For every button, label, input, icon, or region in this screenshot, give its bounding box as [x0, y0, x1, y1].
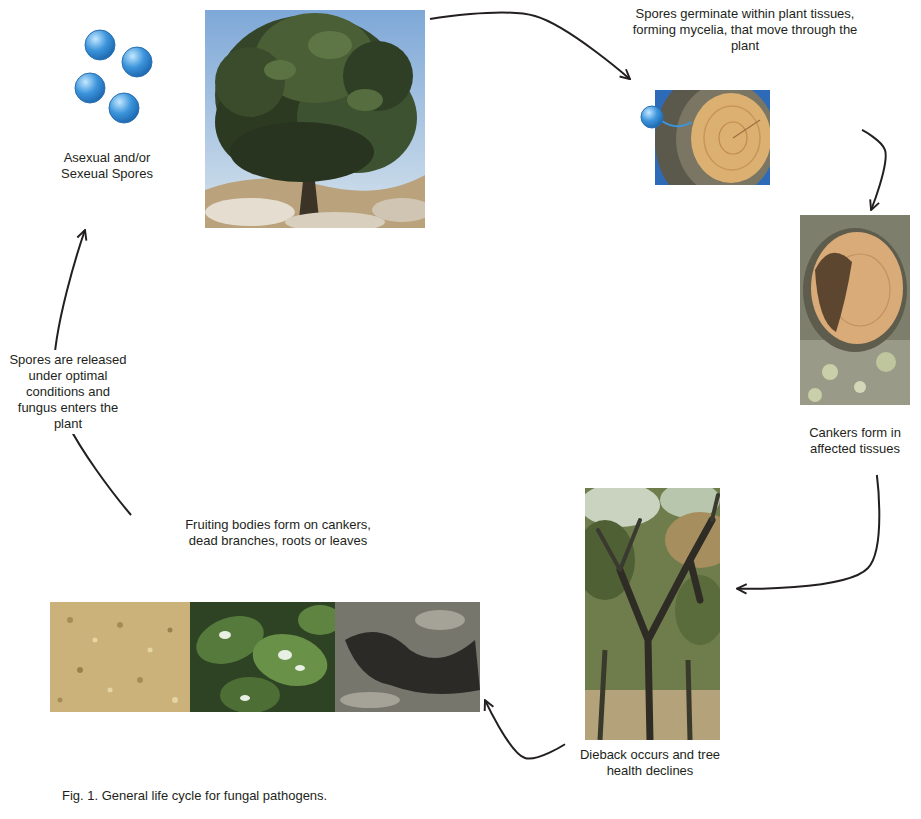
cycle-arrow [737, 475, 879, 589]
fruiting-bodies-photos-part [58, 698, 63, 703]
fruiting-bodies-photos-part [50, 602, 190, 712]
fruiting-bodies-photos-part [93, 638, 98, 643]
cut-branch-photo-part-part [704, 106, 760, 170]
spore-cluster-part [122, 47, 152, 77]
stage-node: Cankers form in affected tissues [798, 210, 914, 475]
fruiting-bodies-photos-part [278, 650, 292, 660]
cut-branch-photo-part-part [733, 120, 760, 138]
connector-group [54, 13, 886, 759]
fruiting-bodies-photos-part [220, 677, 280, 712]
cycle-arrow [862, 130, 886, 210]
canker-photo [800, 215, 910, 405]
cut-branch-photo-part [641, 106, 663, 128]
fruiting-bodies-photos-part [340, 692, 400, 708]
fruiting-bodies-photos-part [345, 632, 480, 694]
dieback-photo-part [620, 520, 712, 740]
cut-branch-photo [641, 78, 776, 202]
stage-text: Fruiting bodies form on cankers, dead br… [178, 517, 378, 549]
fruiting-bodies-photos-part [295, 665, 305, 671]
oak-tree-photo [205, 10, 425, 228]
spore-cluster-part [75, 73, 105, 103]
cut-branch-photo-part [662, 121, 692, 126]
stage-node: Fruiting bodies form on cankers, dead br… [48, 515, 485, 712]
figure-caption: Fig. 1. General life cycle for fungal pa… [62, 788, 327, 804]
oak-tree-photo-part [205, 10, 425, 228]
oak-tree-photo-part [215, 47, 285, 117]
dieback-photo-part [600, 650, 690, 740]
oak-tree-photo-part [230, 122, 374, 182]
fruiting-bodies-photos [50, 602, 480, 712]
oak-tree-photo-part [205, 198, 295, 226]
fruiting-bodies-photos-part [148, 648, 153, 653]
dieback-photo [585, 488, 720, 740]
canker-photo-part [808, 388, 822, 402]
spore-cluster [75, 30, 152, 123]
stage-text: Spores germinate within plant tissues, f… [632, 6, 858, 54]
cycle-arrow [485, 700, 565, 758]
stage-node: Spores germinate within plant tissues, f… [630, 4, 862, 192]
stage-text: Dieback occurs and tree health declines [567, 747, 733, 779]
dieback-photo-part [585, 488, 660, 527]
fruiting-bodies-photos-part [335, 602, 480, 712]
oak-tree-photo-part [264, 60, 296, 80]
oak-tree-photo-part [285, 212, 385, 228]
cycle-arrow [430, 13, 630, 80]
fruiting-bodies-photos-part [108, 688, 113, 693]
stage-node: Dieback occurs and tree health declines [565, 485, 737, 790]
cut-branch-photo-part-part [691, 93, 770, 183]
fruiting-bodies-photos-part [415, 610, 465, 630]
stage-text: Asexual and/or Sexeual Spores [57, 150, 157, 182]
canker-photo-part [854, 381, 866, 393]
fruiting-bodies-photos-part [67, 617, 73, 623]
cut-branch-photo-part-part [676, 90, 770, 185]
arrow-label: Spores are released under optimal condit… [5, 350, 131, 434]
dieback-photo-part [598, 495, 718, 570]
fruiting-bodies-photos-part [219, 631, 231, 639]
spore-cluster-part [109, 93, 139, 123]
oak-tree-photo-part [347, 89, 383, 111]
canker-photo-part [876, 352, 896, 372]
stage-text: Cankers form in affected tissues [800, 425, 910, 457]
fruiting-bodies-photos-part [168, 628, 173, 633]
fruiting-bodies-photos-part [137, 677, 143, 683]
oak-tree-photo-part [372, 198, 425, 222]
fruiting-bodies-photos-part [240, 695, 250, 701]
stage-node: Asexual and/or Sexeual Spores [55, 8, 430, 230]
fruiting-bodies-photos-part [77, 667, 83, 673]
cut-branch-photo-part [655, 90, 770, 185]
fruiting-bodies-photos-part [172, 697, 178, 703]
canker-photo-part [800, 215, 910, 405]
spore-cluster-part [85, 30, 115, 60]
canker-photo-part [815, 253, 852, 332]
oak-tree-photo-part [343, 41, 413, 111]
canker-photo-part [822, 364, 838, 380]
fruiting-bodies-photos-part [117, 622, 123, 628]
oak-tree-photo-part [308, 31, 352, 59]
canker-photo-part [803, 228, 907, 352]
canker-photo-part [811, 232, 903, 344]
